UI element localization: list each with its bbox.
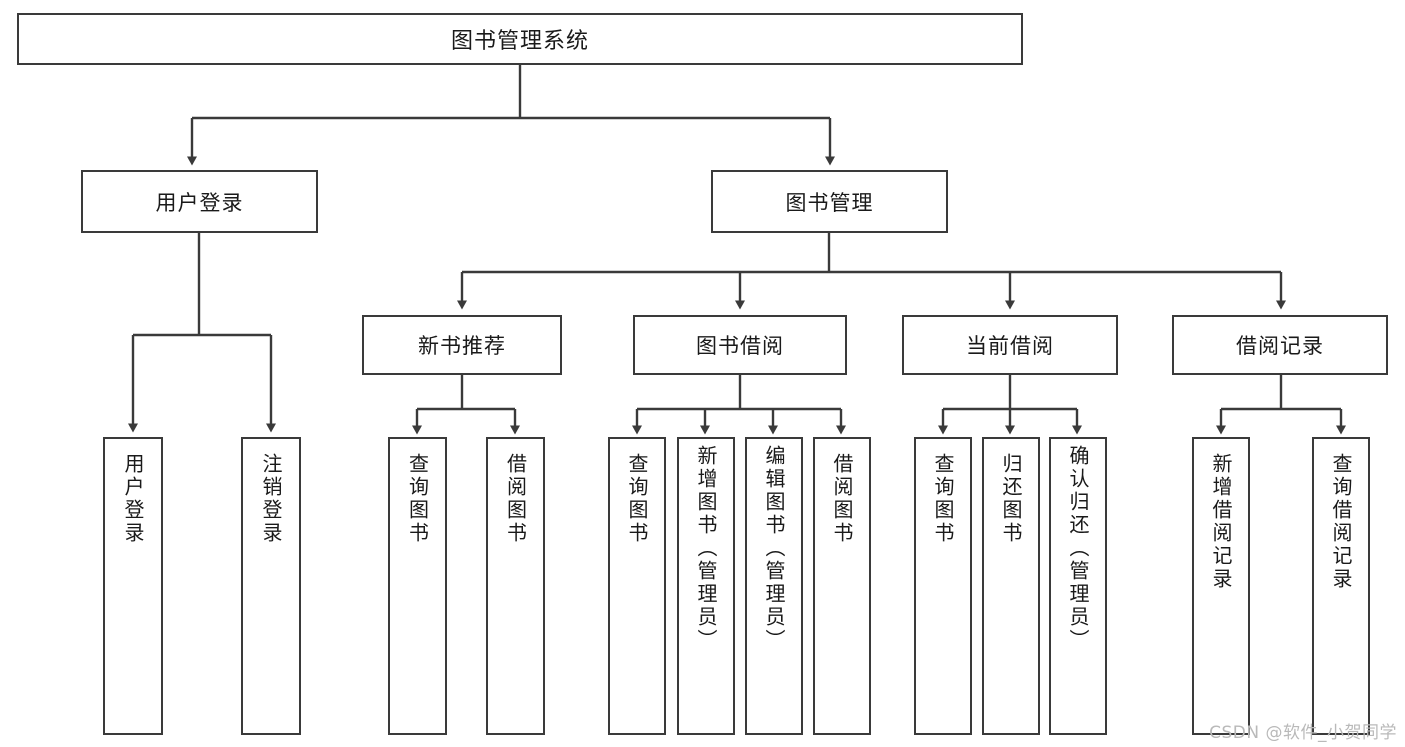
- node-label: 归还图书: [999, 453, 1023, 545]
- leaf-add-book[interactable]: 新增图书（管理员）: [677, 437, 735, 735]
- leaf-borrow-book-2[interactable]: 借阅图书: [813, 437, 871, 735]
- leaf-user-login[interactable]: 用户登录: [103, 437, 163, 735]
- node-label: 图书借阅: [696, 334, 784, 358]
- leaf-edit-book[interactable]: 编辑图书（管理员）: [745, 437, 803, 735]
- node-label: 借阅记录: [1236, 334, 1324, 358]
- node-root-book-management-system[interactable]: 图书管理系统: [17, 13, 1023, 65]
- node-label: 图书管理: [785, 190, 874, 215]
- leaf-confirm-return[interactable]: 确认归还（管理员）: [1049, 437, 1107, 735]
- node-label: 新增借阅记录: [1209, 453, 1233, 591]
- node-book-manage[interactable]: 图书管理: [711, 170, 948, 233]
- node-book-borrow[interactable]: 图书借阅: [633, 315, 847, 375]
- node-label: 查询图书: [625, 453, 649, 545]
- node-label: 当前借阅: [966, 334, 1054, 358]
- leaf-borrow-book-1[interactable]: 借阅图书: [486, 437, 545, 735]
- node-label: 查询图书: [405, 453, 430, 545]
- node-label: 图书管理系统: [450, 29, 589, 54]
- node-user-login[interactable]: 用户登录: [81, 170, 318, 233]
- leaf-user-logout[interactable]: 注销登录: [241, 437, 301, 735]
- node-label: 用户登录: [155, 190, 244, 215]
- node-label: 新增图书（管理员）: [694, 445, 718, 652]
- node-label: 查询图书: [931, 453, 955, 545]
- leaf-query-book-3[interactable]: 查询图书: [914, 437, 972, 735]
- node-borrow-record[interactable]: 借阅记录: [1172, 315, 1388, 375]
- node-label: 查询借阅记录: [1329, 453, 1353, 591]
- node-label: 借阅图书: [503, 453, 528, 545]
- leaf-return-book[interactable]: 归还图书: [982, 437, 1040, 735]
- leaf-query-book-2[interactable]: 查询图书: [608, 437, 666, 735]
- node-new-book-recommend[interactable]: 新书推荐: [362, 315, 562, 375]
- node-label: 确认归还（管理员）: [1066, 445, 1090, 652]
- csdn-watermark: CSDN @软件_小贺同学: [1209, 723, 1397, 743]
- node-current-borrow[interactable]: 当前借阅: [902, 315, 1118, 375]
- node-label: 编辑图书（管理员）: [762, 445, 786, 652]
- node-label: 借阅图书: [830, 453, 854, 545]
- leaf-query-book-1[interactable]: 查询图书: [388, 437, 447, 735]
- leaf-add-record[interactable]: 新增借阅记录: [1192, 437, 1250, 735]
- node-label: 注销登录: [259, 453, 283, 545]
- node-label: 用户登录: [121, 453, 145, 545]
- leaf-query-record[interactable]: 查询借阅记录: [1312, 437, 1370, 735]
- node-label: 新书推荐: [418, 334, 506, 358]
